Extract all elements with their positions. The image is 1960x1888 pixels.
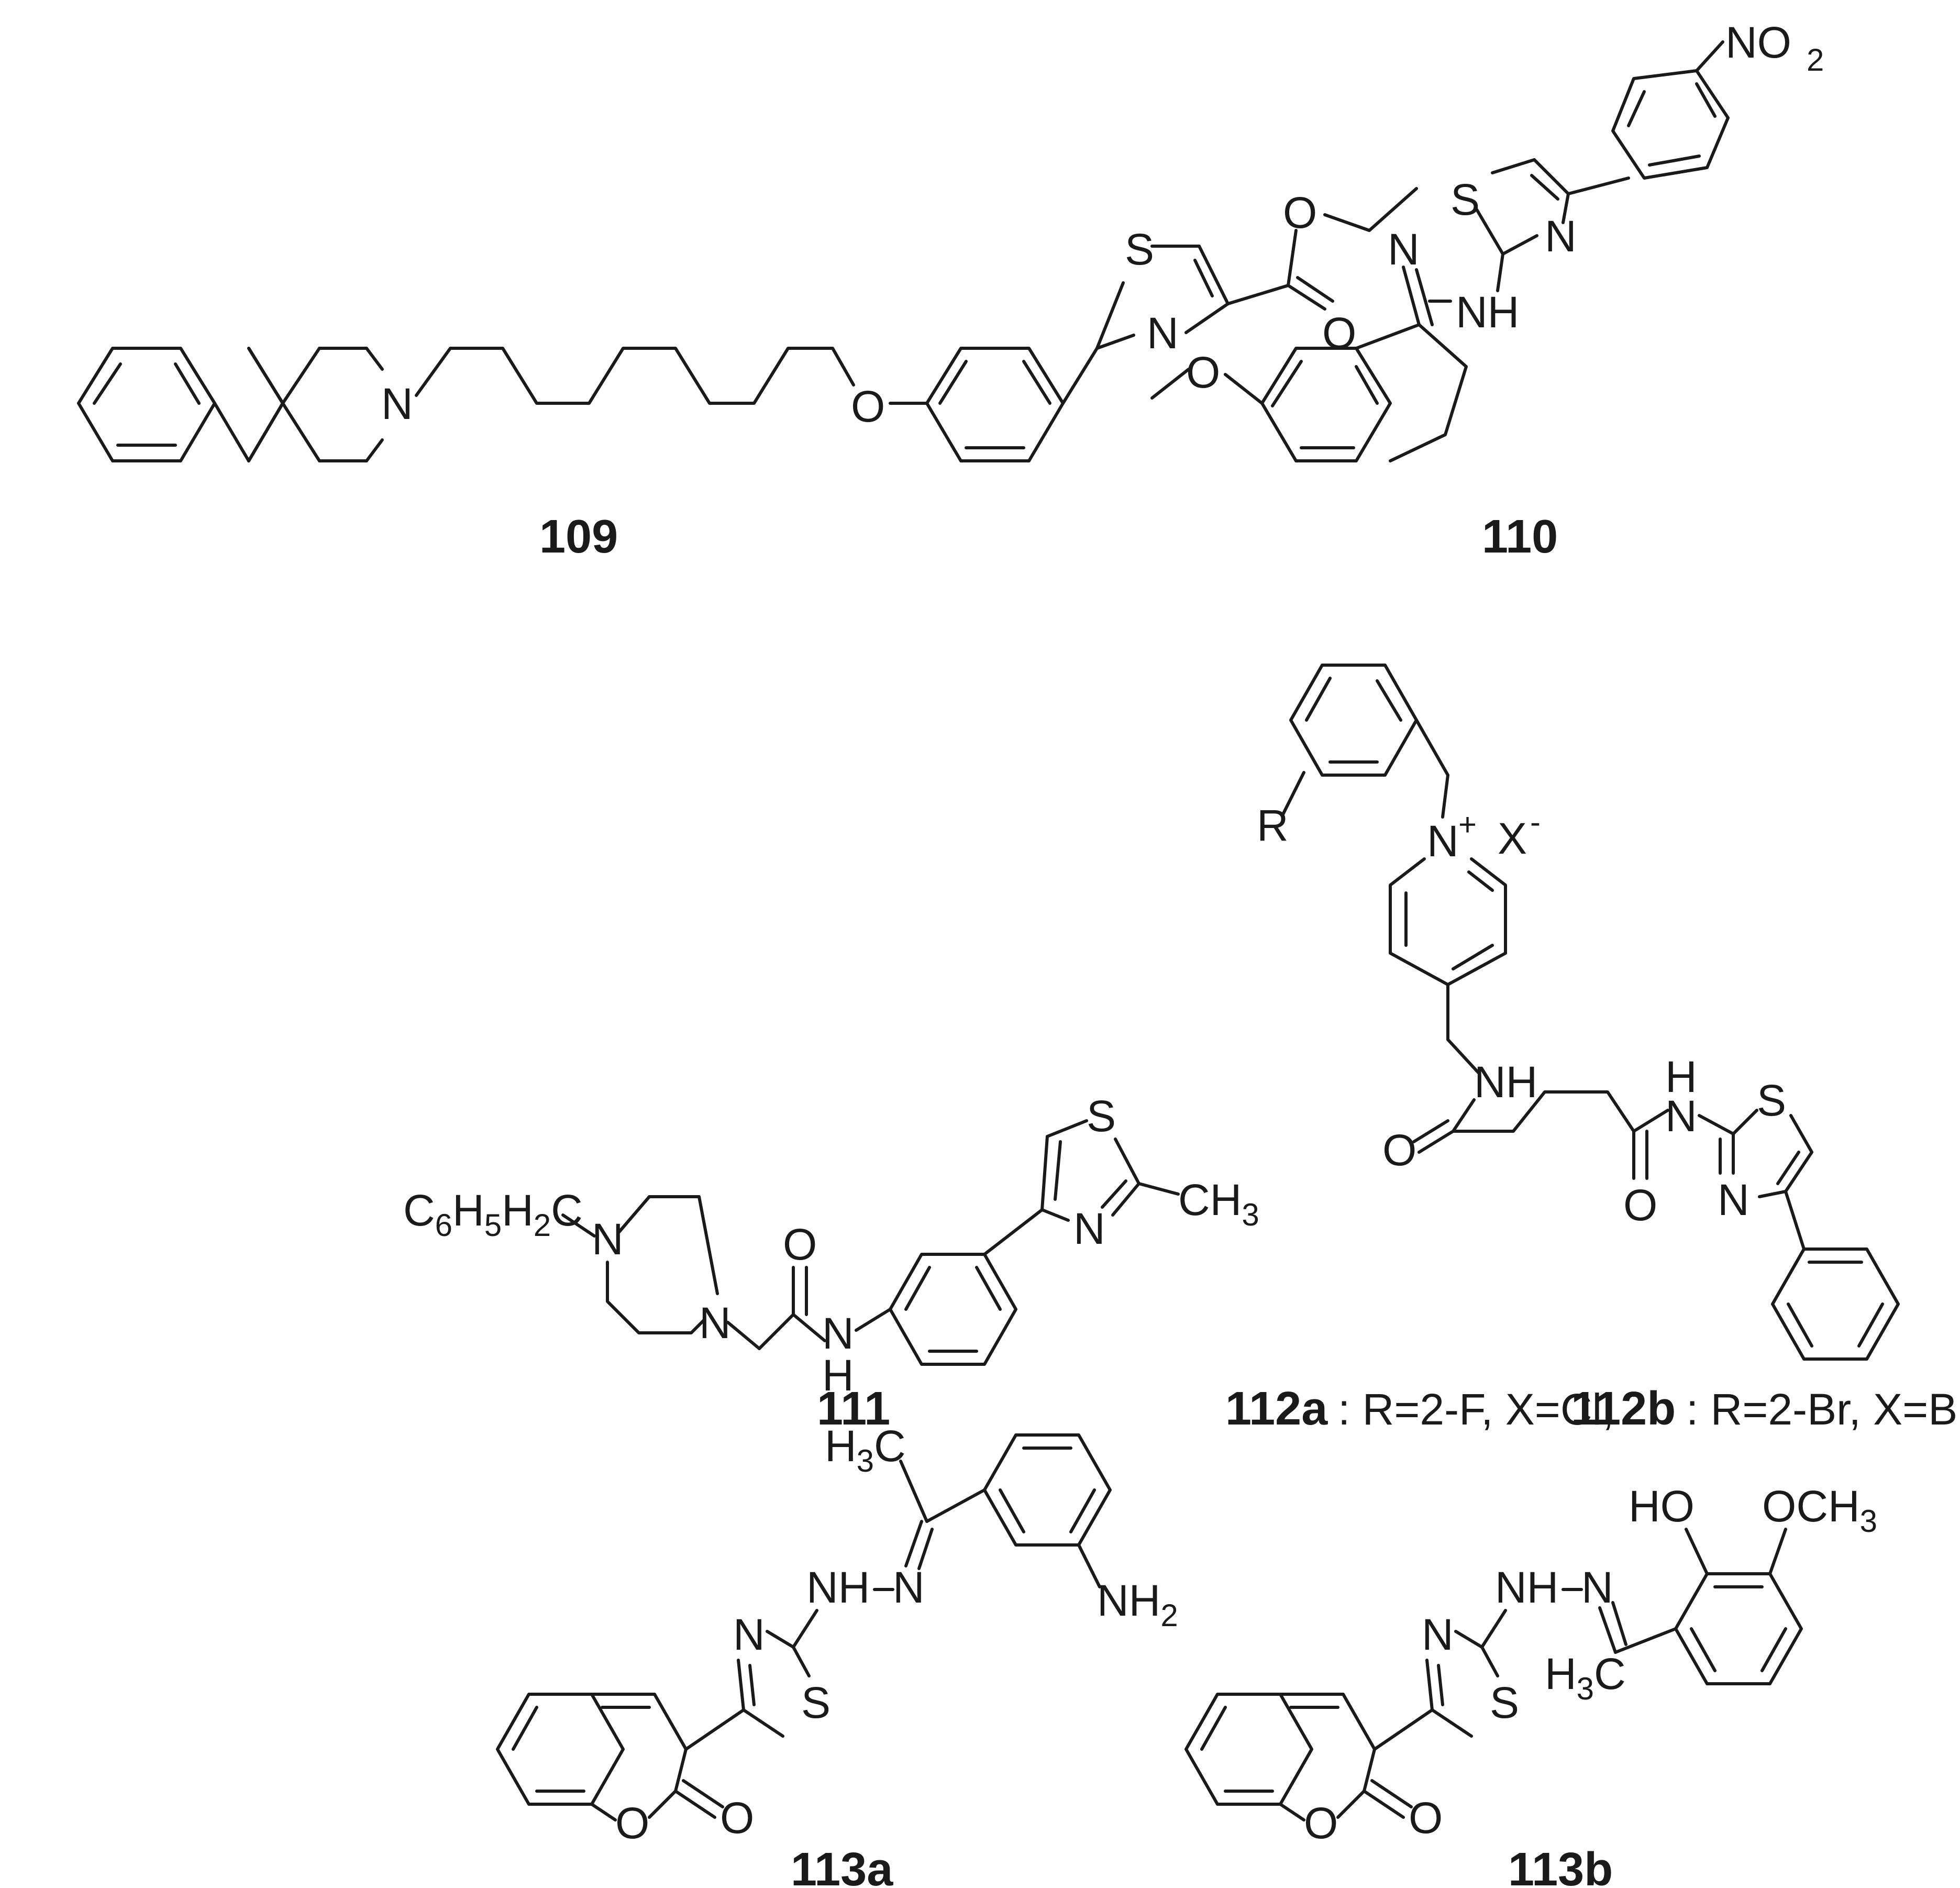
atom-label: S: [1125, 225, 1154, 274]
atom-label: O: [1623, 1180, 1657, 1230]
atom-subscript: 2: [1807, 42, 1824, 78]
atom-label: N: [822, 1309, 854, 1358]
compound-id-112a: 112a: [1225, 1383, 1328, 1435]
atom-label: H3C: [1545, 1649, 1626, 1706]
atom-label: N: [1147, 308, 1179, 358]
atom-label: N: [381, 379, 413, 428]
benzyl-label: C6H5H2C: [403, 1186, 583, 1243]
compound-112: R N + X - NH O O H N S N: [1225, 664, 1960, 1435]
compound-id-112b: 112b: [1571, 1383, 1676, 1435]
compound-id-113b: 113b: [1508, 1843, 1613, 1888]
atom-label: N: [1422, 1610, 1454, 1659]
atom-label: N: [1545, 212, 1577, 261]
compound-112b-note: : R=2-Br, X=Br: [1686, 1385, 1960, 1434]
compound-id-113a: 113a: [791, 1843, 893, 1888]
atom-label: O: [1409, 1793, 1443, 1842]
atom-label: NH: [1456, 288, 1519, 337]
atom-label: O: [1283, 188, 1317, 237]
compound-113b: O O N S NH N H3C HO OCH3 113b: [1184, 1482, 1877, 1888]
compound-id-111: 111: [817, 1383, 890, 1435]
atom-label: NH2: [1097, 1576, 1178, 1633]
atom-label: S: [1087, 1091, 1116, 1141]
atom-label: N: [1718, 1175, 1749, 1224]
atom-label: N: [1073, 1204, 1105, 1253]
atom-label: N: [1388, 225, 1420, 274]
atom-label: S: [1757, 1076, 1786, 1125]
atom-label: H: [822, 1351, 854, 1400]
atom-label: O: [615, 1798, 649, 1848]
atom-label: H: [1665, 1052, 1697, 1101]
atom-label: N: [1427, 816, 1459, 866]
atom-label: CH3: [1178, 1175, 1259, 1232]
atom-label: X: [1498, 814, 1527, 863]
atom-label: NH: [1474, 1057, 1537, 1107]
atom-label: N: [1581, 1563, 1613, 1612]
atom-label: N: [592, 1214, 624, 1264]
atom-label: NH: [1495, 1563, 1558, 1612]
atom-label: OCH3: [1762, 1482, 1877, 1539]
atom-label: S: [1490, 1678, 1519, 1727]
compound-110: O N NH S N: [1150, 18, 1824, 563]
atom-label: O: [1304, 1798, 1338, 1848]
atom-label: O: [851, 382, 885, 431]
atom-label: O: [783, 1220, 817, 1269]
atom-label: H3C: [825, 1421, 906, 1478]
compound-id-109: 109: [539, 511, 618, 563]
atom-label: N: [733, 1610, 765, 1659]
atom-label: NO: [1725, 18, 1791, 67]
atom-charge: -: [1530, 804, 1541, 840]
compound-111: S C6H5H2C N N O N H: [403, 1091, 1259, 1435]
atom-label: S: [1450, 175, 1480, 224]
compound-id-110: 110: [1482, 511, 1558, 563]
atom-charge: +: [1458, 807, 1477, 842]
atom-label: R: [1257, 801, 1289, 850]
atom-label: O: [1186, 348, 1220, 397]
atom-label: O: [1322, 308, 1356, 358]
atom-label: O: [1382, 1125, 1416, 1175]
atom-label: N: [1665, 1091, 1697, 1141]
atom-label: N: [893, 1563, 925, 1612]
atom-label: S: [801, 1678, 830, 1727]
compound-112a-note: : R=2-F, X=Cl;: [1338, 1385, 1614, 1434]
atom-label: O: [720, 1793, 754, 1842]
atom-label: N: [699, 1298, 731, 1348]
compound-113a: O O N S NH N H3C NH2 113a: [496, 1421, 1178, 1888]
atom-label: NH: [806, 1563, 870, 1612]
atom-label: HO: [1629, 1482, 1695, 1531]
